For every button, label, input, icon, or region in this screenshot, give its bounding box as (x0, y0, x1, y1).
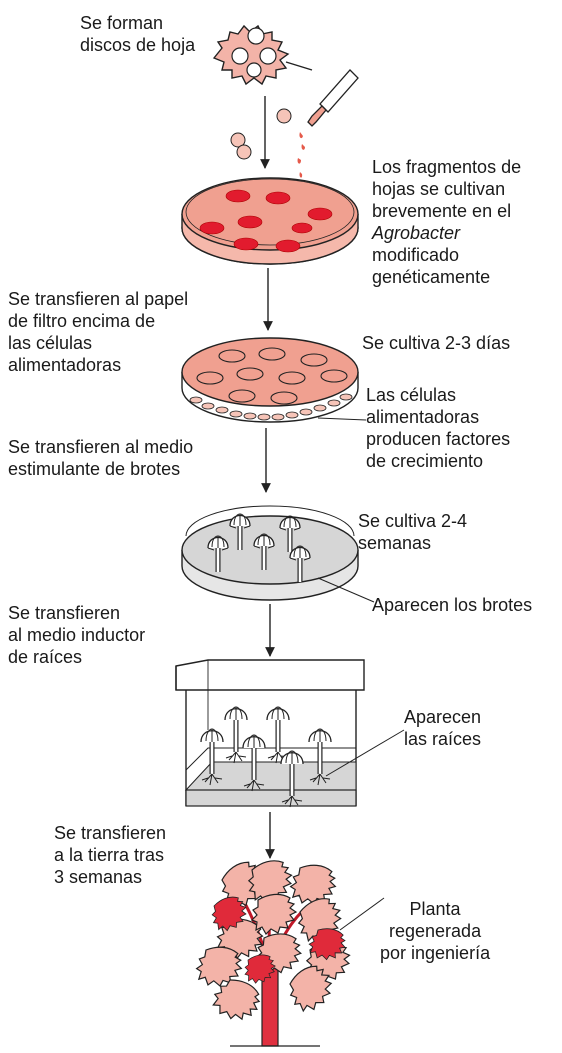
falling-discs (230, 108, 292, 160)
petri-dish-shoots (181, 505, 359, 601)
callout-plant (339, 897, 385, 931)
text-line: hojas se cultivan (372, 179, 506, 199)
petri-dish-agrobacter (181, 177, 359, 265)
text-line: al medio inductor (8, 625, 146, 645)
label-culture-weeks: Se cultiva 2-4 semanas (358, 510, 467, 554)
text-line: Se transfieren al medio (8, 437, 194, 457)
label-agrobacter-culture: Los fragmentos de hojas se cultivan brev… (372, 156, 521, 288)
label-feeder-cells: Las células alimentadoras producen facto… (366, 384, 510, 472)
text-line: 3 semanas (54, 867, 143, 887)
text-line: de crecimiento (366, 451, 484, 471)
text-line: Se transfieren (8, 603, 121, 623)
text-line: Se transfieren al papel (8, 289, 189, 309)
label-culture-days: Se cultiva 2-3 días (362, 332, 510, 354)
text-line: Se forman (80, 13, 164, 33)
text-line-italic: Agrobacter (372, 223, 461, 243)
text-line: Se transfieren (54, 823, 167, 843)
root-induction-box (175, 659, 365, 807)
callout-feeder (317, 417, 367, 421)
text-line: por ingeniería (380, 943, 491, 963)
pipette (297, 69, 359, 178)
text-line: Se cultiva 2-3 días (362, 333, 511, 353)
text-line: brevemente en el (372, 201, 512, 221)
text-line: Los fragmentos de (372, 157, 522, 177)
regenerated-plant (193, 855, 354, 1047)
text-line: alimentadoras (8, 355, 122, 375)
text-line: estimulante de brotes (8, 459, 181, 479)
text-line: a la tierra tras (54, 845, 165, 865)
text-line: Las células (366, 385, 457, 405)
text-line: de filtro encima de (8, 311, 156, 331)
text-line: semanas (358, 533, 432, 553)
label-leaf-discs: Se forman discos de hoja (80, 12, 195, 56)
leaf-with-discs (212, 24, 313, 86)
text-line: las raíces (404, 729, 482, 749)
text-line: Se cultiva 2-4 (358, 511, 468, 531)
text-line: regenerada (389, 921, 482, 941)
text-line: alimentadoras (366, 407, 480, 427)
text-line: modificado (372, 245, 460, 265)
label-roots-appear: Aparecen las raíces (404, 706, 481, 750)
text-line: genéticamente (372, 267, 491, 287)
label-transfer-root-medium: Se transfieren al medio inductor de raíc… (8, 602, 145, 668)
text-line: discos de hoja (80, 35, 196, 55)
text-line: de raíces (8, 647, 83, 667)
label-transfer-filter: Se transfieren al papel de filtro encima… (8, 288, 188, 376)
callout-roots (325, 729, 405, 777)
label-transfer-soil: Se transfieren a la tierra tras 3 semana… (54, 822, 166, 888)
text-line: Aparecen (404, 707, 482, 727)
text-line: producen factores (366, 429, 511, 449)
text-line: Aparecen los brotes (372, 595, 533, 615)
petri-dish-feeder (181, 337, 359, 423)
callout-shoots (317, 577, 375, 603)
label-regenerated-plant: Planta regenerada por ingeniería (380, 898, 490, 964)
text-line: las células (8, 333, 93, 353)
label-transfer-shoot-medium: Se transfieren al medio estimulante de b… (8, 436, 193, 480)
text-line: Planta (409, 899, 461, 919)
label-shoots-appear: Aparecen los brotes (372, 594, 532, 616)
